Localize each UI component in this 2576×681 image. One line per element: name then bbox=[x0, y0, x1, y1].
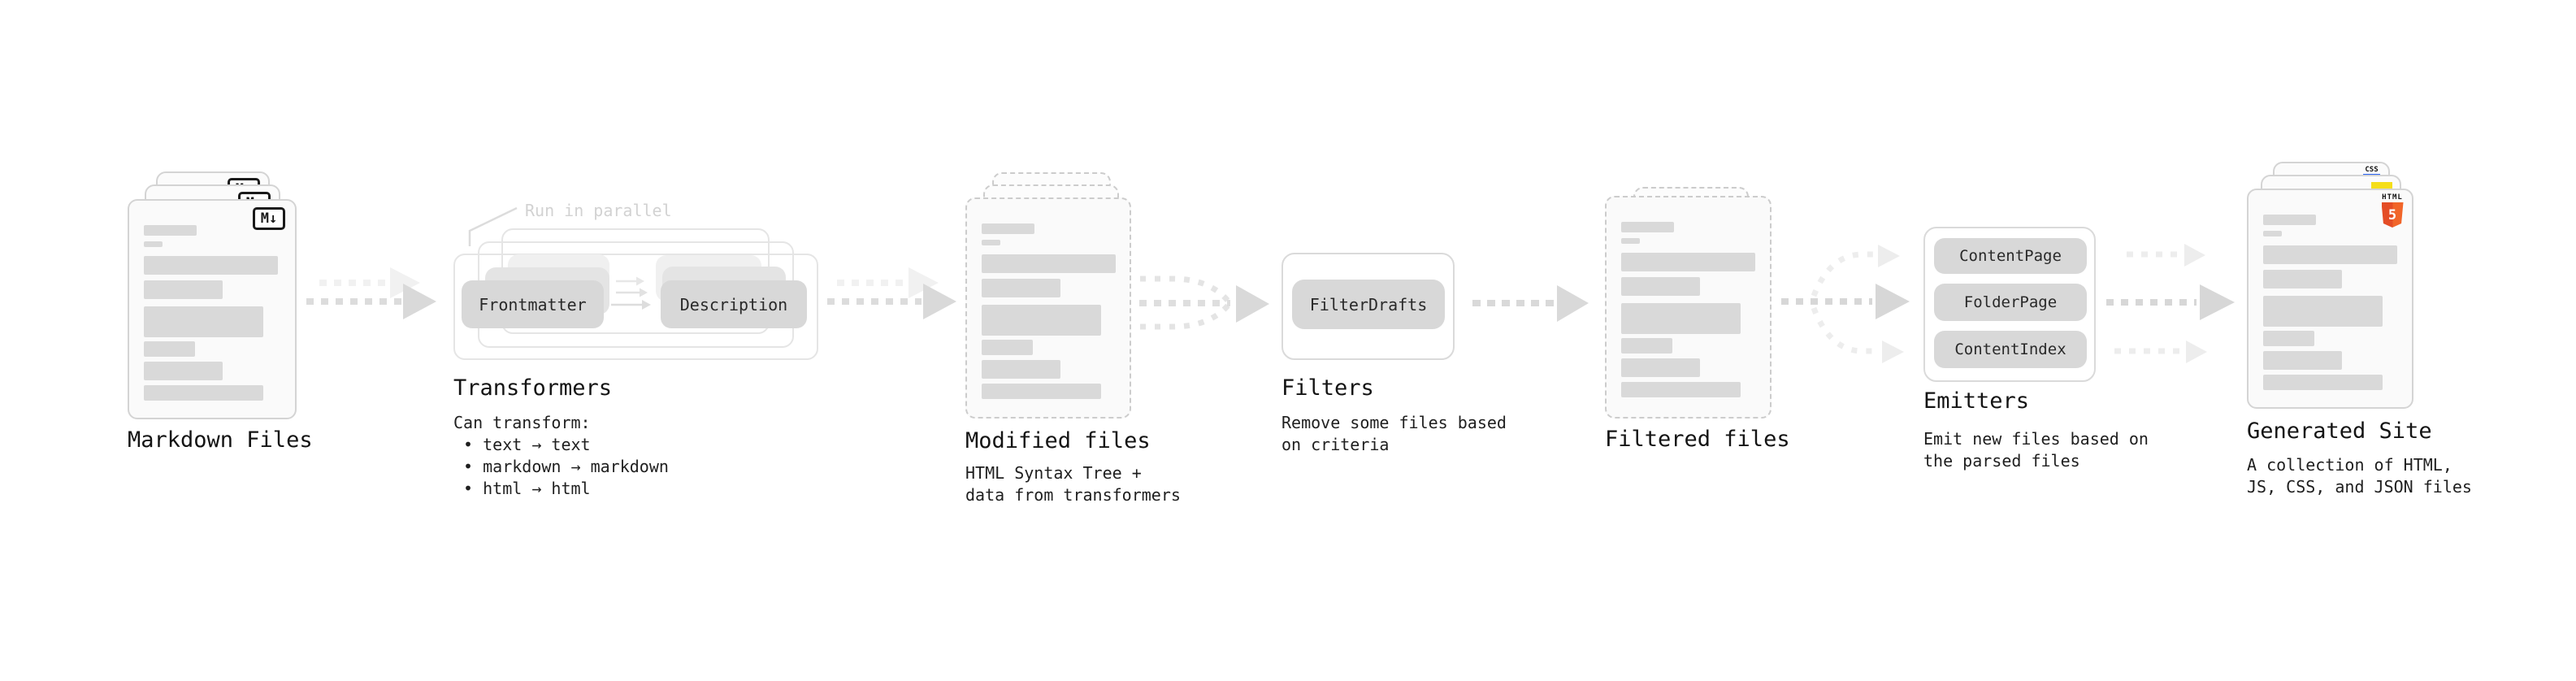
generated-site-title: Generated Site bbox=[2247, 419, 2432, 444]
filtered-file-card bbox=[1605, 196, 1772, 419]
arrow-filters-to-filtered bbox=[1472, 285, 1589, 322]
generated-html-card: HTML 5 bbox=[2247, 189, 2413, 409]
contentindex-node: ContentIndex bbox=[1934, 331, 2087, 368]
emitters-subtitle: Emit new files based on the parsed files bbox=[1923, 429, 2149, 471]
filters-subtitle: Remove some files based on criteria bbox=[1281, 413, 1507, 454]
modified-files-title: Modified files bbox=[965, 428, 1151, 453]
contentpage-node: ContentPage bbox=[1934, 238, 2087, 274]
run-in-parallel-note: Run in parallel bbox=[525, 201, 672, 220]
transformers-description: Can transform: • text → text • markdown … bbox=[453, 413, 669, 498]
folderpage-node: FolderPage bbox=[1934, 284, 2087, 321]
arrow-modified-to-filters bbox=[1139, 275, 1269, 330]
filtered-files-title: Filtered files bbox=[1605, 427, 1790, 452]
markdown-file-card: M↓ bbox=[128, 199, 297, 419]
transformers-title: Transformers bbox=[453, 375, 613, 401]
generated-site-subtitle: A collection of HTML, JS, CSS, and JSON … bbox=[2247, 455, 2472, 497]
modified-file-card bbox=[965, 197, 1131, 419]
arrow-markdown-to-transformers bbox=[306, 267, 436, 319]
markdown-icon: M↓ bbox=[253, 207, 285, 230]
modified-files-subtitle: HTML Syntax Tree + data from transformer… bbox=[965, 463, 1181, 505]
frontmatter-node: Frontmatter bbox=[462, 280, 604, 328]
emitters-title: Emitters bbox=[1923, 388, 2030, 414]
markdown-files-title: Markdown Files bbox=[128, 427, 313, 453]
html5-icon: HTML 5 bbox=[2380, 194, 2405, 228]
transformer-layer-front bbox=[453, 254, 818, 360]
filterdrafts-node: FilterDrafts bbox=[1292, 280, 1445, 329]
description-node: Description bbox=[661, 280, 807, 328]
filters-title: Filters bbox=[1281, 375, 1374, 401]
arrow-filtered-to-emitters bbox=[1781, 245, 1910, 363]
arrow-transformers-to-modified bbox=[827, 267, 956, 319]
arrow-emitters-to-generated bbox=[2106, 244, 2235, 363]
js-icon bbox=[2371, 182, 2392, 191]
